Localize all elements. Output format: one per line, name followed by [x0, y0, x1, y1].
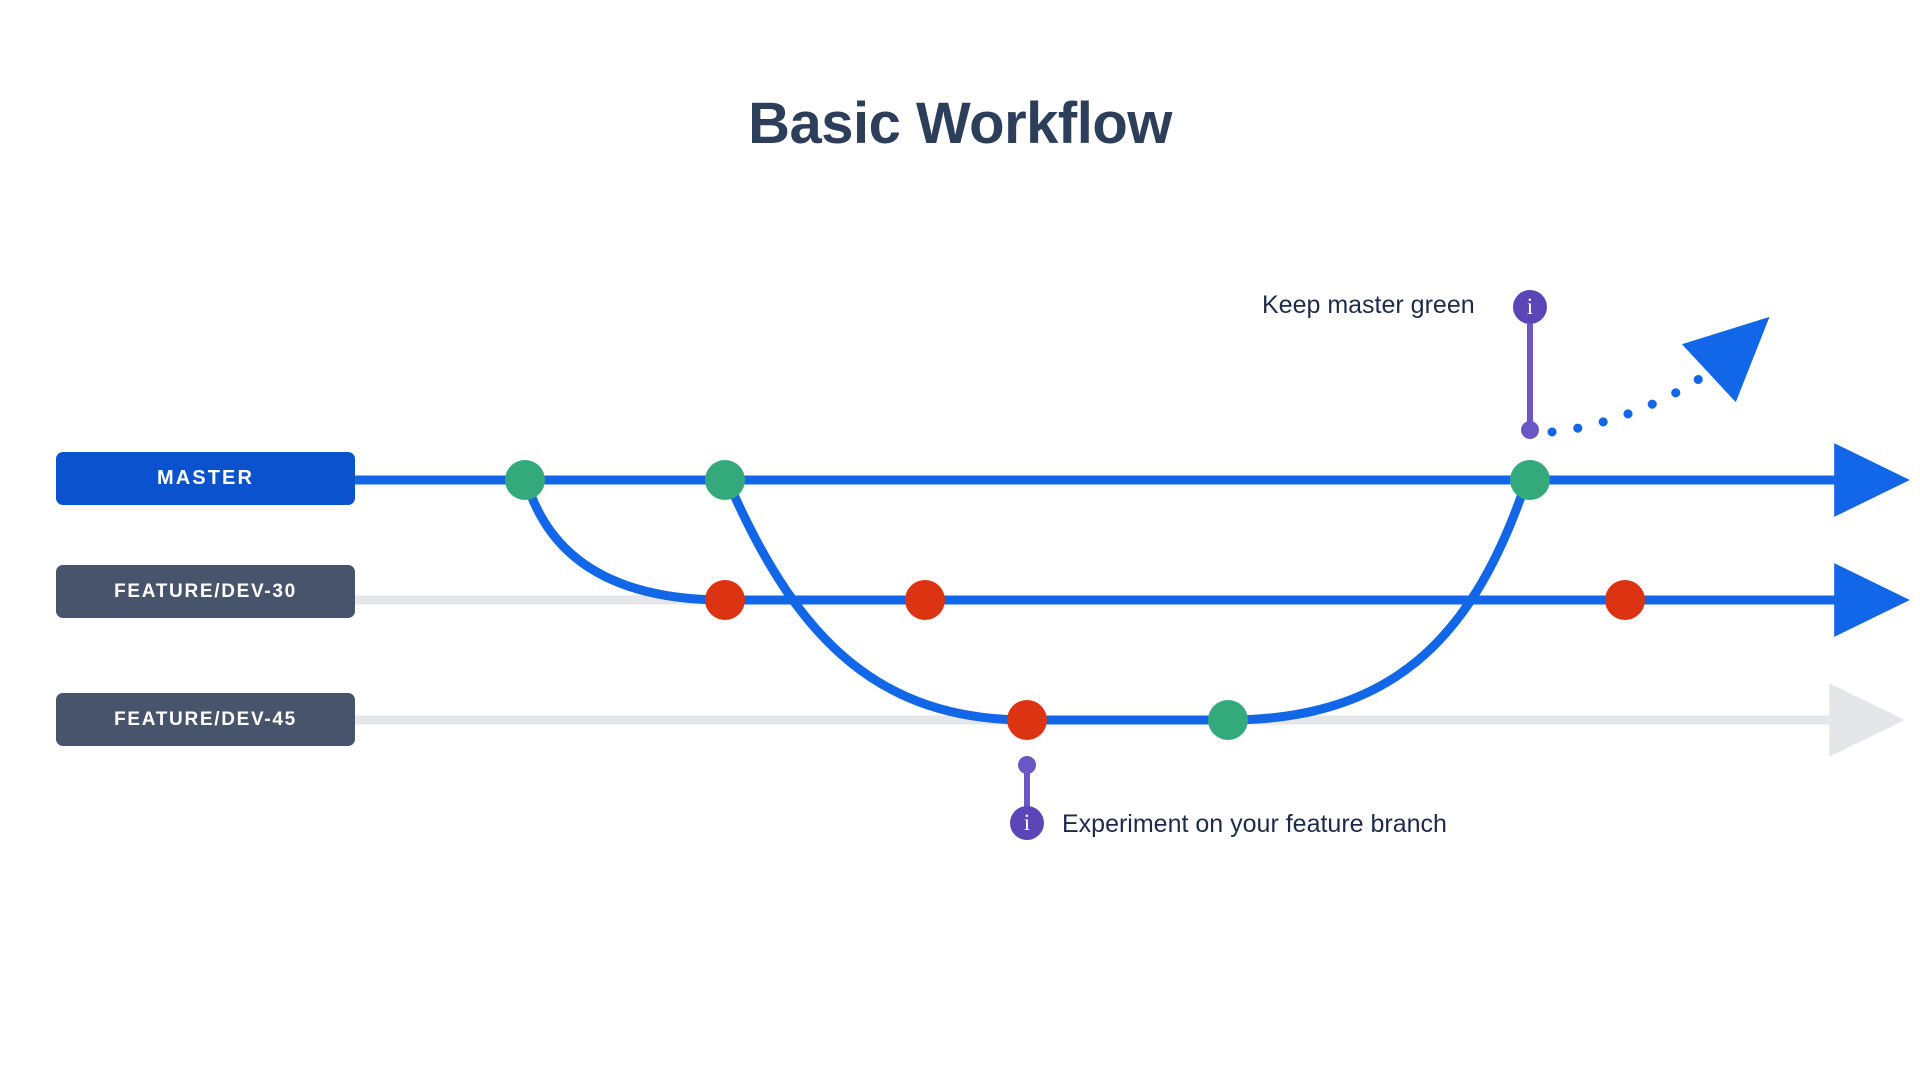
commit-node-green[interactable]: [505, 460, 545, 500]
info-icon-glyph: i: [1023, 809, 1031, 835]
commit-node-red[interactable]: [1605, 580, 1645, 620]
branch-label-feature-dev-45[interactable]: FEATURE/DEV-45: [56, 693, 355, 746]
commit-node-green[interactable]: [1208, 700, 1248, 740]
branch-curve-master-to-dev30: [526, 490, 730, 605]
annotation-pin-dot-experiment: [1018, 756, 1036, 774]
future-dotted-arc: [1547, 316, 1770, 437]
branch-curve-master-to-dev45: [730, 492, 1032, 725]
annotation-label-experiment-feature-branch: Experiment on your feature branch: [1062, 810, 1447, 838]
annotation-pin-dot-keep-green: [1521, 421, 1539, 439]
branch-label-master[interactable]: MASTER: [56, 452, 355, 505]
commit-node-red[interactable]: [705, 580, 745, 620]
page-title: Basic Workflow: [748, 91, 1172, 156]
merge-curve-dev45-to-master: [1223, 489, 1527, 725]
branch-label-feature-dev-30[interactable]: FEATURE/DEV-30: [56, 565, 355, 618]
info-icon-glyph: i: [1526, 293, 1534, 319]
commit-node-red[interactable]: [1007, 700, 1047, 740]
commit-node-red[interactable]: [905, 580, 945, 620]
annotation-label-keep-master-green: Keep master green: [1262, 291, 1475, 319]
info-icon[interactable]: i: [1513, 290, 1547, 324]
info-icon[interactable]: i: [1010, 806, 1044, 840]
commit-node-green[interactable]: [705, 460, 745, 500]
commit-node-green[interactable]: [1510, 460, 1550, 500]
